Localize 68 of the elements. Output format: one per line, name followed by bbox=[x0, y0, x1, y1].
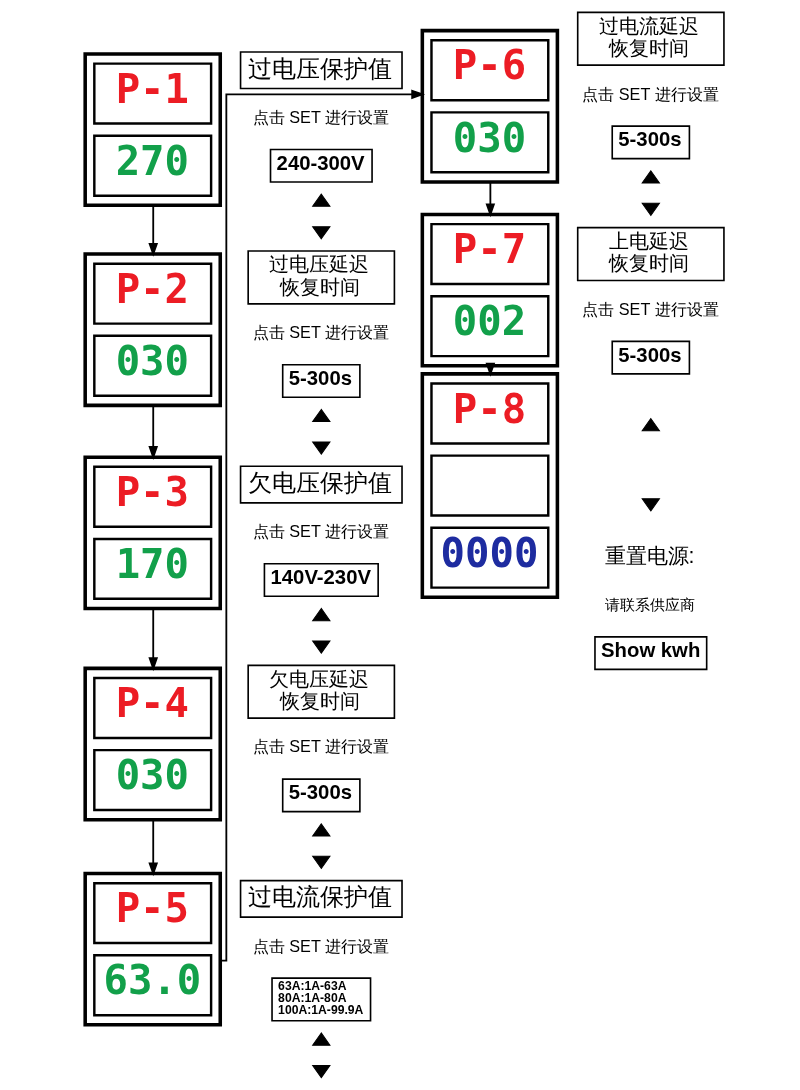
label: 点击 SET 进行设置 bbox=[581, 299, 719, 318]
node-triangle bbox=[311, 193, 331, 207]
node-box: 63A:1A-63A 80A:1A-80A 100A:1A-99.9A bbox=[270, 977, 371, 1022]
node-box: P-6 bbox=[429, 39, 549, 102]
node-box: 030 bbox=[92, 748, 212, 812]
label: 点击 SET 进行设置 bbox=[581, 84, 719, 103]
node-triangle bbox=[311, 441, 331, 455]
node-box: 过电流保护值 bbox=[239, 879, 403, 918]
node-triangle bbox=[311, 855, 331, 870]
node-triangle bbox=[311, 1032, 331, 1046]
arrow bbox=[485, 181, 495, 218]
node-triangle bbox=[640, 202, 660, 217]
cluster bbox=[82, 52, 222, 208]
node-triangle bbox=[640, 498, 660, 512]
cluster bbox=[420, 212, 559, 368]
label: 点击 SET 进行设置 bbox=[252, 107, 389, 126]
node-box: P-1 bbox=[92, 62, 212, 125]
label: 点击 SET 进行设置 bbox=[252, 522, 389, 541]
label: 请联系供应商 bbox=[604, 595, 695, 613]
node-triangle bbox=[311, 640, 331, 655]
node-box: 002 bbox=[429, 294, 549, 358]
arrow bbox=[147, 607, 158, 672]
node-box: P-5 bbox=[92, 881, 212, 945]
cluster bbox=[82, 252, 222, 408]
node-box: 170 bbox=[92, 537, 212, 601]
node-box: 0000 bbox=[429, 526, 549, 589]
node-box: 过电压保护值 bbox=[239, 51, 403, 90]
node-box: 270 bbox=[92, 134, 212, 197]
arrow bbox=[147, 818, 158, 877]
node-box: 5-300s bbox=[281, 363, 361, 399]
node-box: 63.0 bbox=[92, 954, 212, 1017]
arrow bbox=[147, 204, 158, 257]
node-box: P-8 bbox=[429, 382, 549, 445]
node-box: 030 bbox=[92, 334, 212, 397]
node-triangle bbox=[640, 417, 660, 432]
node-box: P-2 bbox=[92, 262, 212, 325]
label: 点击 SET 进行设置 bbox=[252, 323, 389, 342]
node-box: P-7 bbox=[429, 222, 549, 286]
node-box: 5-300s bbox=[610, 340, 690, 375]
node-box: 欠电压保护值 bbox=[239, 465, 403, 504]
node-box: 030 bbox=[429, 111, 549, 174]
node-triangle bbox=[311, 822, 331, 837]
node-triangle bbox=[311, 226, 331, 240]
node-box bbox=[429, 454, 549, 517]
node-box: 过电流延迟恢复时间 bbox=[576, 11, 725, 66]
cluster bbox=[420, 28, 559, 184]
node-box: 过电压延迟恢复时间 bbox=[246, 250, 395, 305]
label: 点击 SET 进行设置 bbox=[252, 936, 389, 955]
cluster bbox=[82, 871, 222, 1027]
node-triangle bbox=[640, 169, 660, 184]
cluster bbox=[420, 372, 559, 600]
node-triangle bbox=[311, 408, 331, 423]
cluster bbox=[82, 666, 222, 822]
node-box: 140V-230V bbox=[263, 563, 379, 598]
node-box: 欠电压延迟恢复时间 bbox=[246, 664, 395, 719]
arrow bbox=[147, 404, 158, 460]
node-triangle bbox=[311, 607, 331, 622]
node-box: Show kwh bbox=[593, 636, 707, 671]
node-triangle bbox=[311, 1064, 331, 1079]
node-box: 240-300V bbox=[269, 148, 373, 183]
node-box: 5-300s bbox=[610, 125, 690, 160]
cluster bbox=[82, 455, 222, 611]
node-box: 上电延迟恢复时间 bbox=[576, 226, 725, 282]
label: 重置电源: bbox=[604, 544, 695, 569]
label: 点击 SET 进行设置 bbox=[252, 737, 389, 756]
node-box: P-4 bbox=[92, 676, 212, 740]
node-box: 5-300s bbox=[281, 778, 361, 813]
node-box: P-3 bbox=[92, 465, 212, 528]
